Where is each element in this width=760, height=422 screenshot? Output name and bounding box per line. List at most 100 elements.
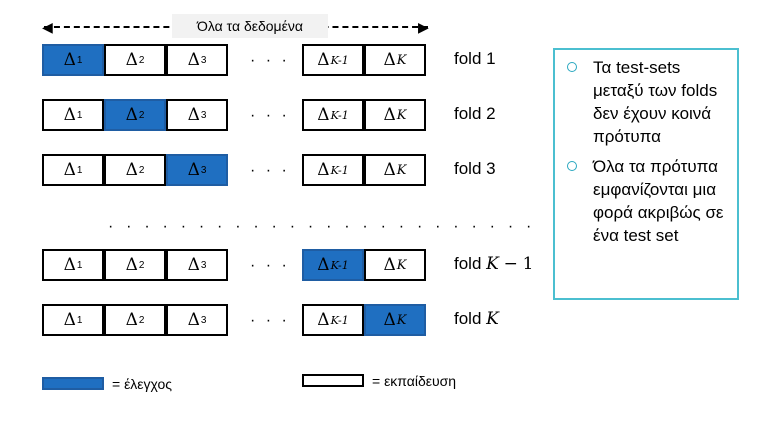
- delta-symbol: Δ: [317, 310, 330, 330]
- delta-symbol: Δ: [63, 255, 76, 275]
- delta-symbol: Δ: [63, 105, 76, 125]
- delta-symbol: Δ: [383, 105, 396, 125]
- info-bullet-1: Τα test-sets μεταξύ των folds δεν έχουν …: [565, 56, 729, 148]
- delta-symbol: Δ: [63, 160, 76, 180]
- delta-subscript: K-1: [330, 258, 349, 272]
- delta-subscript: 3: [200, 164, 207, 176]
- row-separator-dots: · · · · · · · · · · · · · · · · · · · · …: [108, 218, 536, 235]
- legend-train-swatch: [302, 374, 364, 387]
- info-box: Τα test-sets μεταξύ των folds δεν έχουν …: [553, 48, 739, 300]
- fold-label: fold 3: [454, 159, 496, 179]
- delta-symbol: Δ: [187, 160, 200, 180]
- delta-symbol: Δ: [383, 310, 396, 330]
- delta-subscript: 2: [138, 54, 145, 66]
- delta-subscript: 1: [76, 109, 83, 121]
- fold-label-prefix: fold: [454, 309, 482, 328]
- delta-symbol: Δ: [125, 310, 138, 330]
- delta-subscript: K: [396, 312, 407, 328]
- delta-symbol: Δ: [187, 255, 200, 275]
- fold-label-minus: −: [503, 254, 518, 274]
- info-bullet-2-text: Όλα τα πρότυπα εμφανίζονται μια φορά ακρ…: [593, 157, 724, 245]
- delta-subscript: K: [396, 257, 407, 273]
- delta-symbol: Δ: [187, 105, 200, 125]
- delta-subscript: 2: [138, 259, 145, 271]
- delta-subscript: 1: [76, 259, 83, 271]
- ellipsis-dots: · · ·: [250, 52, 290, 69]
- fold-label-prefix: fold: [454, 254, 482, 273]
- delta-subscript: 3: [200, 259, 207, 271]
- fold-label-value: 3: [486, 159, 496, 178]
- fold-label-prefix: fold: [454, 104, 482, 123]
- ellipsis-dots: · · ·: [250, 257, 290, 274]
- fold-label-value: K: [486, 309, 499, 329]
- delta-subscript: 2: [138, 109, 145, 121]
- fold-label-prefix: fold: [454, 49, 482, 68]
- fold-label: fold 1: [454, 49, 496, 69]
- delta-subscript: 1: [76, 314, 83, 326]
- delta-symbol: Δ: [383, 50, 396, 70]
- fold-label: fold K − 1: [454, 254, 533, 274]
- delta-symbol: Δ: [317, 255, 330, 275]
- bullet-ring-icon: [567, 62, 577, 72]
- info-bullet-1-text: Τα test-sets μεταξύ των folds δεν έχουν …: [593, 58, 718, 146]
- delta-symbol: Δ: [317, 160, 330, 180]
- delta-symbol: Δ: [63, 310, 76, 330]
- legend-train-label: = εκπαίδευση: [372, 373, 457, 389]
- delta-symbol: Δ: [317, 105, 330, 125]
- delta-subscript: K-1: [330, 108, 349, 122]
- delta-subscript: K: [396, 107, 407, 123]
- delta-subscript: K-1: [330, 163, 349, 177]
- fold-label: fold 2: [454, 104, 496, 124]
- delta-subscript: 2: [138, 314, 145, 326]
- legend-test-label: = έλεγχος: [112, 376, 173, 392]
- delta-symbol: Δ: [187, 50, 200, 70]
- delta-symbol: Δ: [125, 50, 138, 70]
- delta-subscript: 1: [76, 164, 83, 176]
- arrow-right-icon: ▶: [418, 19, 429, 35]
- delta-subscript: K: [396, 162, 407, 178]
- delta-symbol: Δ: [125, 105, 138, 125]
- delta-subscript: K-1: [330, 313, 349, 327]
- fold-label-value: 2: [486, 104, 496, 123]
- delta-symbol: Δ: [125, 160, 138, 180]
- fold-label: fold K: [454, 309, 499, 329]
- delta-subscript: 1: [76, 54, 83, 66]
- delta-symbol: Δ: [383, 255, 396, 275]
- delta-symbol: Δ: [317, 50, 330, 70]
- arrow-left-icon: ◀: [42, 19, 53, 35]
- legend-test-swatch: [42, 377, 104, 390]
- fold-label-value: K: [486, 254, 499, 274]
- delta-subscript: 3: [200, 109, 207, 121]
- all-data-label: Όλα τα δεδομένα: [172, 14, 328, 38]
- delta-subscript: 3: [200, 314, 207, 326]
- delta-subscript: 3: [200, 54, 207, 66]
- fold-label-prefix: fold: [454, 159, 482, 178]
